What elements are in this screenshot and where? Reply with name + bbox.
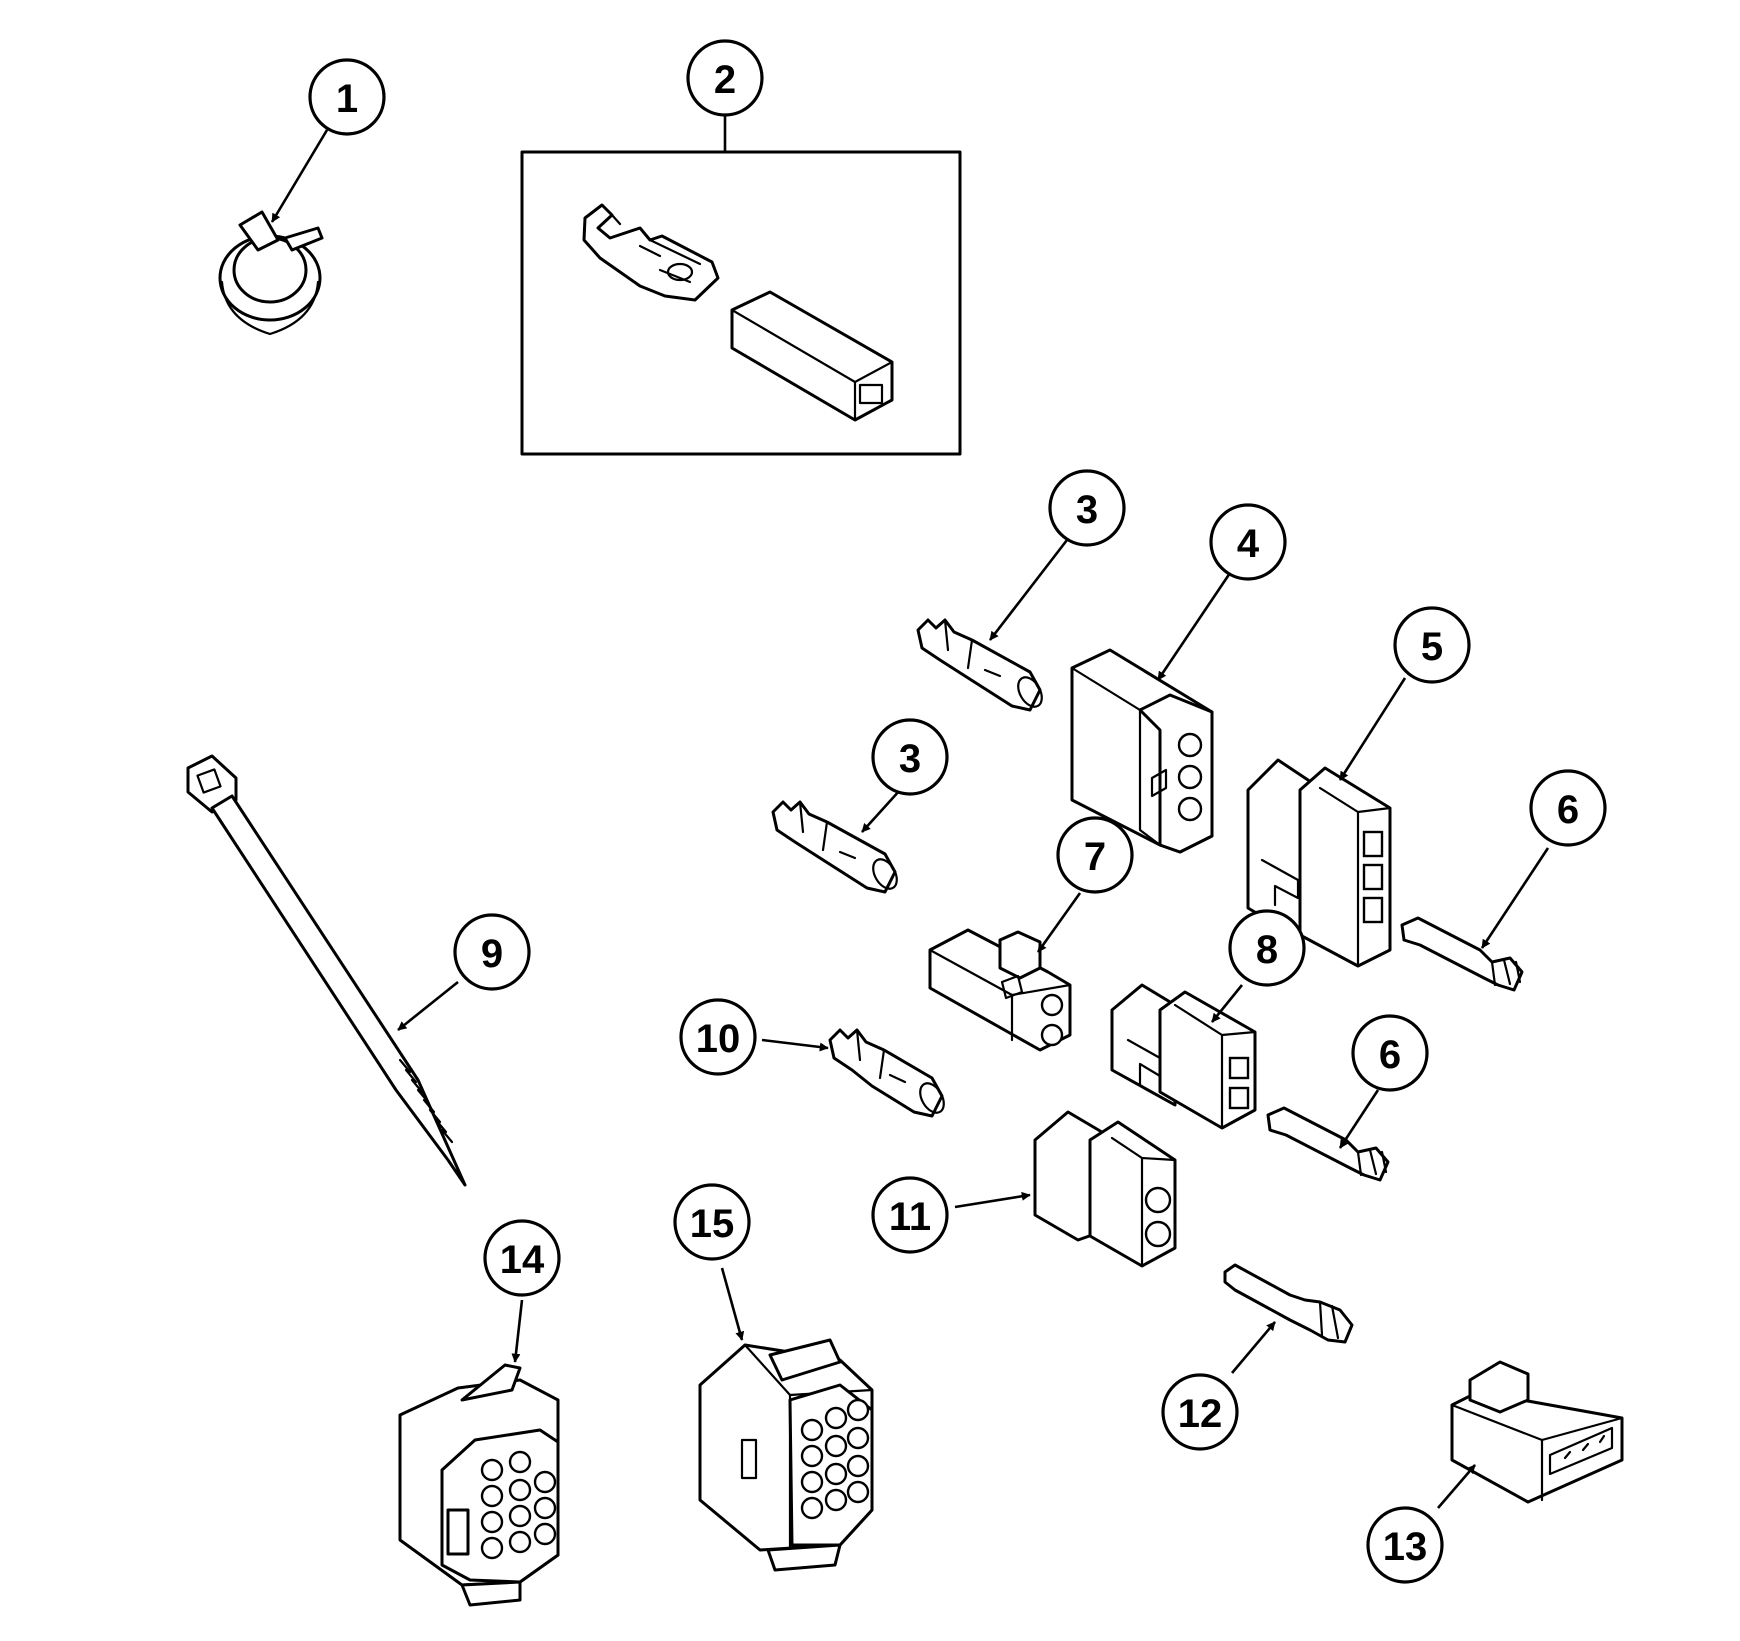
- callout-5: 5: [1393, 606, 1471, 684]
- callout-4-label: 4: [1237, 522, 1260, 566]
- callout-4: 4: [1209, 503, 1287, 581]
- part-11-two-pin-housing: [1033, 1110, 1177, 1268]
- callout-3b: 3: [871, 718, 949, 796]
- callout-1-label: 1: [336, 77, 358, 121]
- callout-12-label: 12: [1178, 1392, 1223, 1436]
- callout-9: 9: [453, 913, 531, 991]
- callout-8-label: 8: [1256, 928, 1278, 972]
- callout-12: 12: [1161, 1373, 1239, 1451]
- part-3-pin-terminal-upper: [916, 618, 1043, 712]
- part-12-pin-terminal: [1223, 1263, 1354, 1344]
- callout-6a-label: 6: [1557, 788, 1579, 832]
- leader-14: [511, 1299, 524, 1363]
- leader-4: [1156, 572, 1232, 681]
- leader-10: [761, 1038, 829, 1052]
- part-10-pin-terminal: [828, 1028, 945, 1118]
- callout-6b: 6: [1351, 1014, 1429, 1092]
- part-13-three-pin-connector: [1450, 1360, 1624, 1504]
- part-6-socket-terminal-lower: [1266, 1106, 1390, 1182]
- leader-15: [720, 1267, 745, 1341]
- callout-2-label: 2: [714, 58, 736, 102]
- leader-13: [1437, 1464, 1476, 1509]
- part-7-two-pin-plug: [928, 928, 1072, 1052]
- callout-2: 2: [686, 39, 764, 117]
- callout-13-label: 13: [1383, 1525, 1428, 1569]
- leader-8: [1210, 984, 1244, 1023]
- callout-6b-label: 6: [1379, 1033, 1401, 1077]
- callout-9-label: 9: [481, 932, 503, 976]
- callout-11: 11: [871, 1176, 949, 1254]
- leader-7: [1036, 892, 1082, 953]
- callout-7: 7: [1056, 816, 1134, 894]
- callout-3a: 3: [1048, 469, 1126, 547]
- leader-11: [954, 1191, 1031, 1209]
- part-4-three-pin-plug: [1070, 648, 1214, 854]
- callout-8: 8: [1228, 909, 1306, 987]
- part-9-cable-tie: [186, 754, 467, 1187]
- callout-6a: 6: [1529, 769, 1607, 847]
- callout-15: 15: [673, 1183, 751, 1261]
- leader-3b: [861, 789, 901, 833]
- callout-3a-label: 3: [1076, 488, 1098, 532]
- callout-11-label: 11: [889, 1195, 931, 1239]
- leader-5: [1338, 677, 1407, 781]
- leader-lines: [270, 115, 1550, 1509]
- leader-6a: [1480, 847, 1550, 949]
- part-3-pin-terminal-lower: [771, 800, 898, 894]
- callout-1: 1: [308, 58, 386, 136]
- part-14-twelve-pin-plug: [398, 1363, 560, 1607]
- callout-14-label: 14: [500, 1238, 545, 1282]
- part-2-terminal-kit: [520, 150, 962, 456]
- part-6-socket-terminal-upper: [1400, 916, 1524, 992]
- part-8-two-pin-receptacle: [1110, 983, 1257, 1130]
- leader-12: [1231, 1321, 1276, 1374]
- callout-7-label: 7: [1084, 835, 1106, 879]
- part-1-hose-clamp: [218, 210, 324, 336]
- callout-13: 13: [1366, 1506, 1444, 1584]
- part-5-three-pin-receptacle: [1246, 758, 1392, 968]
- callout-10: 10: [679, 998, 757, 1076]
- callout-14: 14: [483, 1219, 561, 1297]
- part-15-twelve-pin-receptacle: [698, 1338, 874, 1572]
- callout-3b-label: 3: [899, 737, 921, 781]
- callout-15-label: 15: [690, 1202, 735, 1246]
- leader-3a: [988, 539, 1069, 641]
- callout-10-label: 10: [696, 1017, 741, 1061]
- callout-5-label: 5: [1421, 625, 1443, 669]
- leader-9: [397, 980, 459, 1032]
- leader-6b: [1338, 1089, 1380, 1149]
- leader-1: [270, 129, 329, 223]
